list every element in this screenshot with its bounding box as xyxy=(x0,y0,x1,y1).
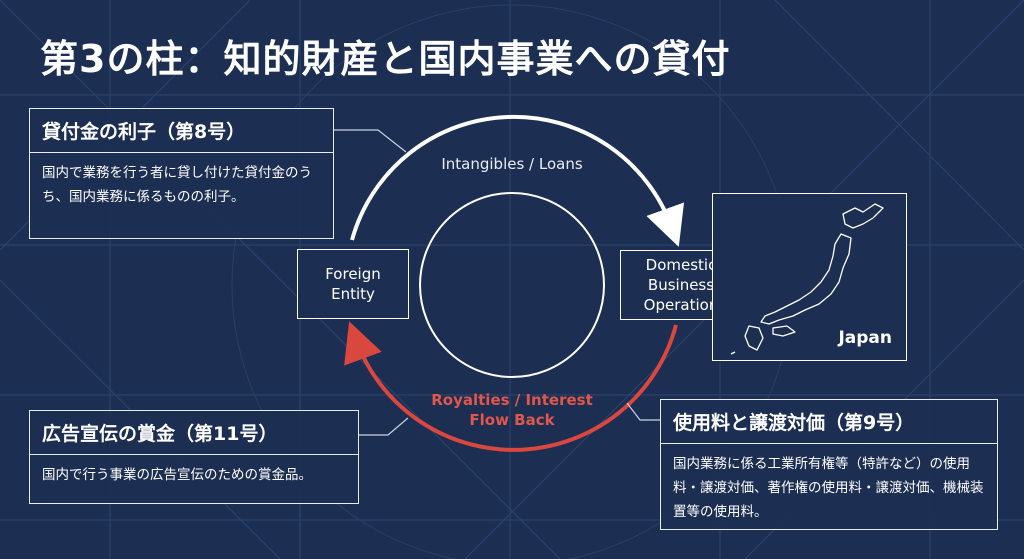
royalties-card: 使用料と譲渡対価（第9号） 国内業務に係る工業所有権等（特許など）の使用料・譲渡… xyxy=(660,399,998,530)
intangibles-loans-arrow xyxy=(350,114,685,247)
foreign-entity-node: Foreign Entity xyxy=(297,249,409,319)
royalties-card-title: 使用料と譲渡対価（第9号） xyxy=(661,400,997,444)
advertising-card-title: 広告宣伝の賞金（第11号） xyxy=(30,411,358,455)
advertising-card: 広告宣伝の賞金（第11号） 国内で行う事業の広告宣伝のための賞金品。 xyxy=(29,410,359,504)
connector-advertising xyxy=(358,417,409,436)
royalties-card-body: 国内業務に係る工業所有権等（特許など）の使用料・譲渡対価、著作権の使用料・譲渡対… xyxy=(673,456,984,520)
interest-card: 貸付金の利子（第8号） 国内で業務を行う者に貸し付けた貸付金のうち、国内業務に係… xyxy=(29,108,334,239)
japan-map-box: Japan xyxy=(712,193,907,361)
japan-map-icon xyxy=(730,203,884,355)
royalties-interest-label: Royalties / Interest Flow Back xyxy=(431,391,593,429)
japan-label: Japan xyxy=(838,328,892,348)
intangibles-loans-label: Intangibles / Loans xyxy=(441,155,583,173)
page-title: 第3の柱：知的財産と国内事業への貸付 xyxy=(40,37,731,81)
royalties-interest-arrow xyxy=(344,321,678,452)
connector-interest xyxy=(333,129,407,153)
connector-royalties xyxy=(626,402,660,421)
interest-card-body: 国内で業務を行う者に貸し付けた貸付金のうち、国内業務に係るものの利子。 xyxy=(42,165,312,205)
interest-card-title: 貸付金の利子（第8号） xyxy=(30,109,333,153)
center-circle xyxy=(419,192,605,378)
advertising-card-body: 国内で行う事業の広告宣伝のための賞金品。 xyxy=(42,467,312,483)
